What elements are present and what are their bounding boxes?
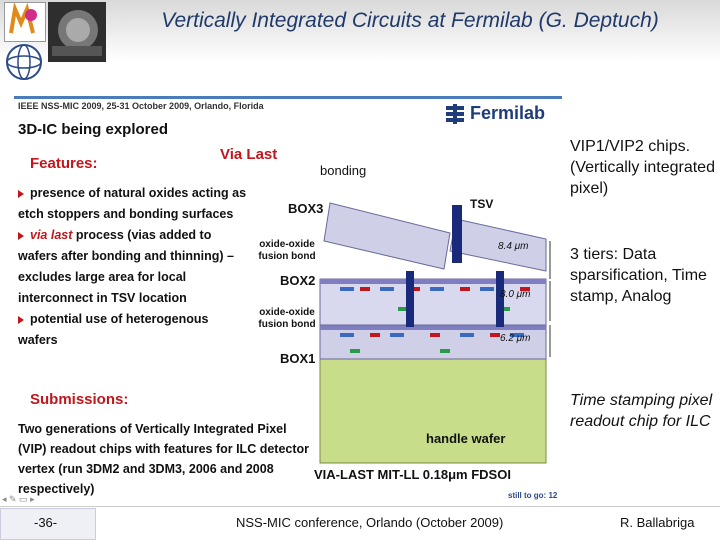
- box2-label: BOX2: [280, 273, 316, 288]
- dimension-label: 8.0 μm: [500, 289, 531, 300]
- footer-conference: NSS-MIC conference, Orlando (October 200…: [236, 515, 504, 530]
- box3-label: BOX3: [288, 201, 324, 216]
- slide-heading: 3D-IC being explored: [18, 121, 169, 138]
- footer-divider: [0, 506, 720, 507]
- diagram-caption: VIA-LAST MIT-LL 0.18μm FDSOI: [314, 467, 511, 482]
- submissions-text: Two generations of Vertically Integrated…: [18, 422, 310, 496]
- still-to-go-label: still to go: 12: [508, 491, 558, 500]
- dimension-label: 8.4 μm: [498, 241, 529, 252]
- conference-banner: IEEE NSS-MIC 2009, 25-31 October 2009, O…: [18, 101, 264, 111]
- slide-nav-icons[interactable]: ◂ ✎ ▭ ▸: [2, 494, 35, 504]
- cross-section-diagram: bonding TSV BOX3 oxide-oxide fusion bond…: [258, 161, 562, 491]
- dimension-label: 6.2 μm: [500, 333, 531, 344]
- features-label: Features:: [30, 155, 98, 172]
- fermilab-brand: Fermilab: [444, 103, 562, 125]
- box1-label: BOX1: [280, 351, 316, 366]
- page-number: -36-: [34, 515, 58, 530]
- institute-logo-icon: [4, 42, 44, 82]
- oxide-bond-label: oxide-oxide fusion bond: [258, 307, 316, 330]
- footer-author: R. Ballabriga: [620, 515, 695, 530]
- bullet-arrow-icon: [18, 189, 24, 198]
- bonding-label: bonding: [320, 163, 367, 178]
- cern-logo-icon: [4, 1, 46, 42]
- oxide-bond-label: oxide-oxide fusion bond: [258, 239, 316, 262]
- tsv-label: TSV: [470, 197, 494, 211]
- embedded-slide: IEEE NSS-MIC 2009, 25-31 October 2009, O…: [14, 96, 562, 501]
- note-vip-chips: VIP1/VIP2 chips. (Vertically integrated …: [570, 138, 715, 197]
- bullet-arrow-icon: [18, 315, 24, 324]
- page-title: Vertically Integrated Circuits at Fermil…: [161, 9, 659, 32]
- submissions-label: Submissions:: [30, 391, 129, 408]
- feature-item: potential use of heterogenous wafers: [18, 312, 209, 347]
- handle-wafer-label: handle wafer: [426, 431, 506, 446]
- note-time-stamping: Time stamping pixel readout chip for ILC: [570, 392, 713, 430]
- features-list: presence of natural oxides acting as etc…: [18, 183, 248, 351]
- slide-header: [0, 0, 720, 88]
- feature-item: presence of natural oxides acting as etc…: [18, 186, 247, 221]
- fermilab-label: Fermilab: [470, 103, 546, 123]
- note-tiers: 3 tiers: Data sparsification, Time stamp…: [570, 246, 707, 305]
- bullet-arrow-icon: [18, 231, 24, 240]
- fermilab-logo-icon: [446, 104, 464, 124]
- feature-item: via last process (vias added to wafers a…: [18, 228, 234, 305]
- detector-photo: [48, 2, 106, 62]
- via-last-label: Via Last: [220, 146, 278, 163]
